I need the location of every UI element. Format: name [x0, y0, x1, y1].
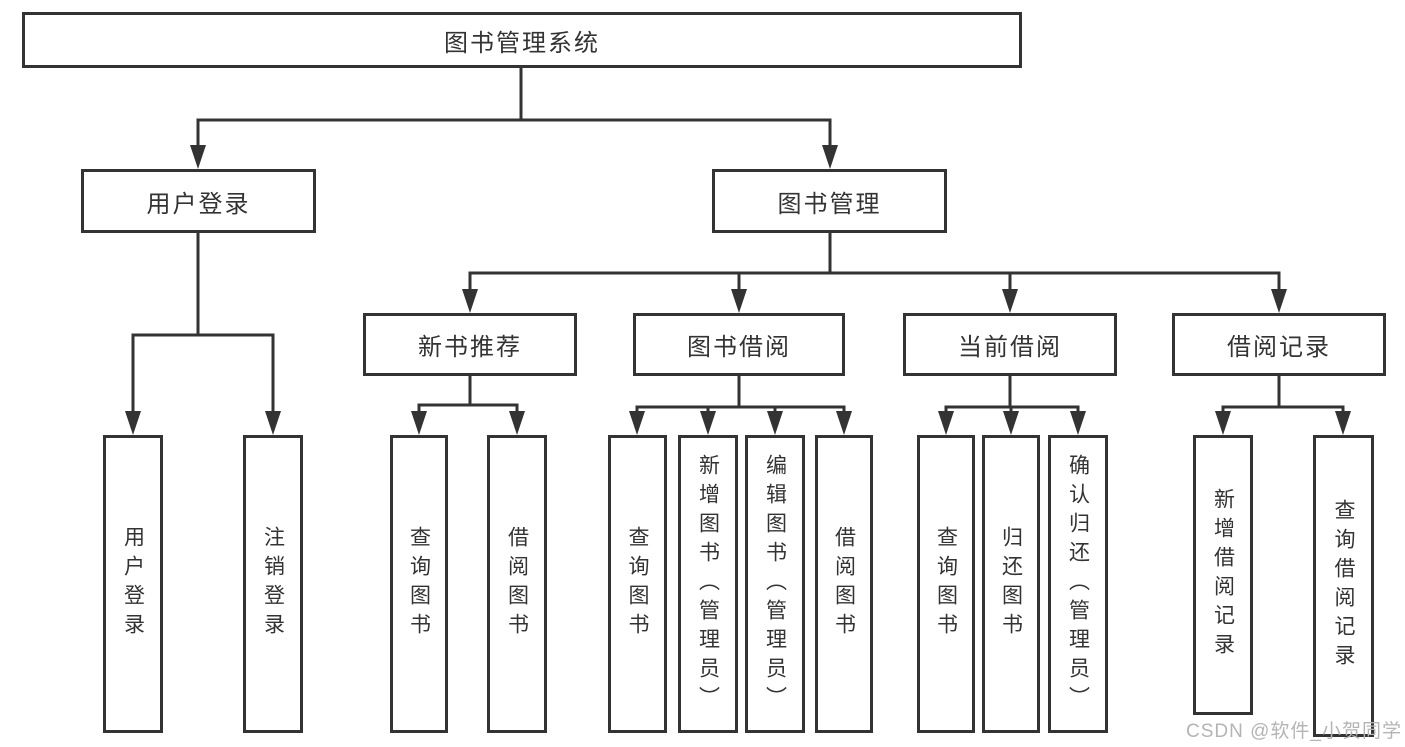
arrowhead	[1002, 289, 1018, 313]
node-user-login-leaf: 用户登录	[103, 435, 163, 733]
arrowhead	[836, 411, 852, 435]
node-label: 借阅记录	[1227, 334, 1331, 361]
node-label: 注销登录	[261, 526, 285, 642]
arrowhead	[938, 411, 954, 435]
node-book-borrowing: 图书借阅	[633, 313, 845, 376]
node-label: 归还图书	[999, 526, 1023, 642]
node-label: 查询图书	[407, 526, 431, 642]
node-add-borrow-record: 新增借阅记录	[1193, 435, 1253, 715]
node-label: 新增图书（管理员）	[696, 453, 720, 715]
arrowhead	[731, 289, 747, 313]
arrowhead	[700, 411, 716, 435]
node-label: 借阅图书	[832, 526, 856, 642]
node-edit-books-admin: 编辑图书（管理员）	[745, 435, 805, 733]
node-label: 图书借阅	[687, 334, 791, 361]
node-label: 当前借阅	[958, 334, 1062, 361]
node-logout-leaf: 注销登录	[243, 435, 303, 733]
node-label: 查询借阅记录	[1332, 499, 1355, 673]
connector-borrowing-records-subtree	[1221, 374, 1345, 426]
node-return-books: 归还图书	[982, 435, 1040, 733]
node-label: 用户登录	[146, 190, 251, 218]
node-label: 查询图书	[934, 526, 958, 642]
node-label: 确认归还（管理员）	[1066, 453, 1090, 715]
node-add-books-admin: 新增图书（管理员）	[678, 435, 738, 733]
node-borrow-books-leaf: 借阅图书	[815, 435, 873, 733]
node-label: 新增借阅记录	[1211, 488, 1235, 662]
node-label: 查询图书	[626, 526, 649, 642]
node-label: 图书管理	[777, 190, 882, 218]
arrowhead	[509, 411, 525, 435]
node-label: 编辑图书（管理员）	[763, 453, 787, 715]
arrowheads	[125, 145, 1351, 435]
arrowhead	[822, 145, 838, 169]
connector-new-book-subtree	[417, 374, 519, 426]
node-label: 借阅图书	[505, 526, 529, 642]
connector-root-to-level2	[196, 66, 832, 160]
arrowhead	[1215, 411, 1231, 435]
connector-paths	[131, 66, 1345, 426]
node-query-books-recommendation: 查询图书	[390, 435, 448, 733]
arrowhead	[190, 145, 206, 169]
node-query-books-borrowing: 查询图书	[608, 435, 667, 733]
node-borrowing-records: 借阅记录	[1172, 313, 1386, 376]
arrowhead	[125, 411, 141, 435]
node-borrow-books-recommendation: 借阅图书	[487, 435, 547, 733]
arrowhead	[265, 411, 281, 435]
node-label: 用户登录	[121, 526, 145, 642]
arrowhead	[1335, 411, 1351, 435]
node-user-login: 用户登录	[81, 169, 316, 233]
node-label: 图书管理系统	[444, 29, 600, 57]
arrowhead	[1070, 411, 1086, 435]
node-library-management-system: 图书管理系统	[22, 12, 1022, 68]
node-new-book-recommendation: 新书推荐	[363, 313, 577, 376]
node-confirm-return-admin: 确认归还（管理员）	[1048, 435, 1108, 733]
connector-book-borrowing-subtree	[635, 374, 846, 426]
node-query-books-current: 查询图书	[917, 435, 975, 733]
csdn-watermark: CSDN @软件_小贺同学	[1186, 721, 1402, 742]
node-book-management: 图书管理	[712, 169, 947, 233]
node-current-borrowing: 当前借阅	[903, 313, 1117, 376]
node-label: 新书推荐	[418, 334, 522, 361]
arrowhead	[767, 411, 783, 435]
connector-user-login-subtree	[131, 231, 275, 426]
arrowhead	[1271, 289, 1287, 313]
arrowhead	[411, 411, 427, 435]
connector-book-management-subtree	[468, 231, 1281, 304]
arrowhead	[462, 289, 478, 313]
node-query-borrow-record: 查询借阅记录	[1313, 435, 1374, 737]
arrowhead	[1003, 411, 1019, 435]
arrowhead	[629, 411, 645, 435]
